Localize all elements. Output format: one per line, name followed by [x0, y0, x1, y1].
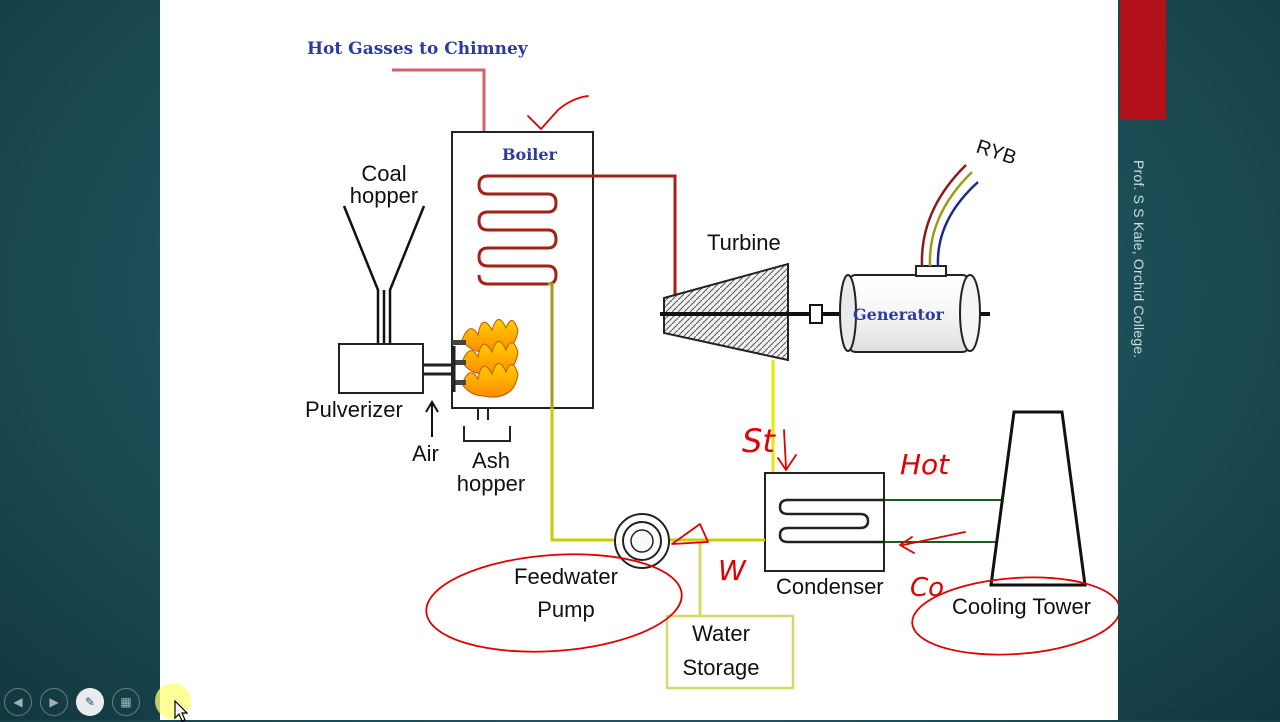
boiler-coil — [477, 174, 677, 290]
boiler-coil-outlet — [548, 282, 554, 408]
ink-text: St Hot Co W — [718, 422, 950, 603]
feedwater-label-2: Pump — [537, 597, 594, 622]
furnace-flames — [461, 319, 519, 398]
mouse-cursor-icon — [174, 700, 188, 722]
coal-hopper — [342, 205, 426, 345]
checkmark-ink — [527, 95, 589, 130]
air-arrow — [425, 400, 439, 437]
slide-canvas: Hot Gasses to Chimney Boiler Coal hopper… — [160, 0, 1118, 720]
boiler-label: Boiler — [502, 145, 558, 164]
burner-nozzles — [452, 340, 466, 385]
cooling-tower-circle-ink — [911, 576, 1118, 656]
feedwater-circle-ink — [425, 553, 683, 653]
condenser-in-arrow-ink — [899, 531, 966, 554]
slides-icon[interactable]: ▦ — [112, 688, 140, 716]
coal-feed-pipe — [423, 346, 456, 392]
steam-arrow-ink — [777, 429, 797, 471]
turbine-label: Turbine — [707, 230, 781, 255]
water-mark: W — [718, 554, 747, 587]
feedwater-label: Feedwater — [514, 564, 618, 589]
generator-output-wires — [920, 164, 979, 267]
pulverizer-box — [338, 343, 424, 394]
generator-body — [839, 265, 981, 353]
author-credit: Prof. S S Kale, Orchid College. — [1131, 160, 1147, 359]
pen-icon[interactable]: ✎ — [76, 688, 104, 716]
power-plant-diagram: Hot Gasses to Chimney Boiler Coal hopper… — [305, 39, 1118, 690]
coal-hopper-label: Coal — [361, 161, 406, 186]
previous-icon[interactable]: ◀ — [4, 688, 32, 716]
pump-arrow-ink — [671, 523, 709, 545]
air-label: Air — [412, 441, 439, 466]
steam-mark: St — [742, 422, 776, 460]
next-icon[interactable]: ▶ — [40, 688, 68, 716]
cooling-tower-label: Cooling Tower — [952, 594, 1091, 619]
shaft-coupling — [809, 304, 823, 324]
cold-mark: Co — [910, 573, 944, 603]
feedwater-pump — [614, 513, 670, 569]
ash-hopper-label: Ash — [472, 448, 510, 473]
accent-tab — [1120, 0, 1166, 120]
condenser-shell — [764, 472, 885, 572]
feed-water-line — [550, 408, 765, 542]
water-storage-label: Water — [692, 621, 750, 646]
hot-mark: Hot — [900, 448, 950, 481]
condenser-label: Condenser — [776, 574, 884, 599]
pulverizer-label: Pulverizer — [305, 397, 403, 422]
chimney-flue — [392, 68, 486, 133]
phases-label: RYB — [973, 136, 1019, 170]
ash-hopper — [463, 408, 511, 442]
coal-hopper-label-2: hopper — [350, 183, 419, 208]
water-storage-box — [665, 614, 795, 690]
chimney-label: Hot Gasses to Chimney — [307, 39, 529, 59]
condenser-coil — [778, 498, 885, 544]
water-storage-label-2: Storage — [682, 655, 759, 680]
ink-annotations — [425, 95, 1118, 656]
cooling-tower-shape — [989, 410, 1087, 587]
ash-hopper-label-2: hopper — [457, 471, 526, 496]
generator-label: Generator — [853, 305, 945, 324]
